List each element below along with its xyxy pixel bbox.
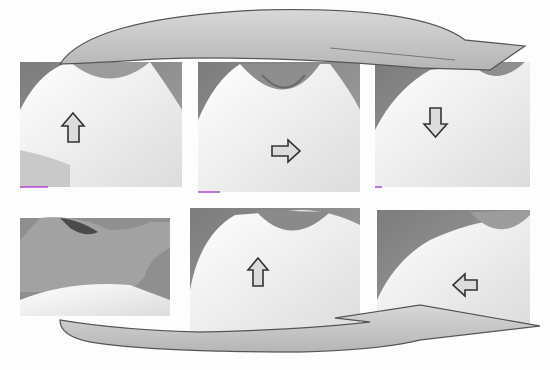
panel-3-photo: [375, 62, 530, 187]
cycle-arrow-top: [60, 10, 525, 70]
panel-5-photo: [190, 208, 360, 338]
panel-2-photo: [198, 62, 360, 192]
panel-1-photo: [20, 62, 182, 187]
panel-4-photo: [20, 217, 170, 316]
